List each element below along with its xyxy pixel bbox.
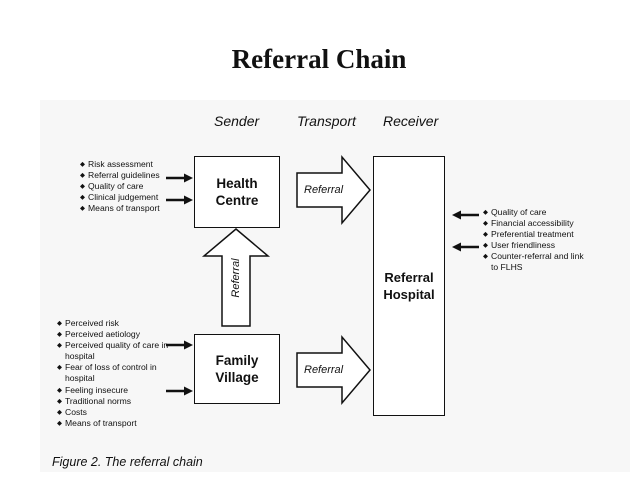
list-item: Referral guidelines bbox=[80, 170, 160, 181]
input-arrow bbox=[452, 242, 479, 252]
input-arrow bbox=[166, 173, 193, 183]
family-village-box: Family Village bbox=[194, 334, 280, 404]
input-arrow bbox=[166, 340, 193, 350]
referral-arrow-bottom bbox=[296, 334, 371, 406]
health-centre-label: Health Centre bbox=[215, 176, 259, 208]
list-item: Means of transport bbox=[80, 203, 160, 214]
family-village-label: Family Village bbox=[215, 353, 259, 385]
list-item: Clinical judgement bbox=[80, 192, 160, 203]
input-arrow bbox=[166, 195, 193, 205]
slide-title: Referral Chain bbox=[231, 44, 407, 74]
health-centre-factors-list: Risk assessment Referral guidelines Qual… bbox=[80, 159, 160, 215]
referral-arrow-top bbox=[296, 154, 371, 226]
list-item: User friendliness bbox=[483, 240, 587, 251]
list-item: Costs bbox=[57, 407, 177, 418]
list-item: Financial accessibility bbox=[483, 218, 587, 229]
referral-arrow-vertical-label: Referral bbox=[230, 258, 242, 298]
list-item: Risk assessment bbox=[80, 159, 160, 170]
header-transport: Transport bbox=[297, 113, 356, 129]
list-item: Perceived risk bbox=[57, 318, 177, 329]
list-item: Preferential treatment bbox=[483, 229, 587, 240]
referral-arrow-vertical bbox=[201, 228, 271, 327]
list-item: Counter-referral and link to FLHS bbox=[483, 251, 587, 273]
referral-hospital-box: Referral Hospital bbox=[373, 156, 445, 416]
list-item: Traditional norms bbox=[57, 396, 177, 407]
list-item: Means of transport bbox=[57, 418, 177, 429]
health-centre-box: Health Centre bbox=[194, 156, 280, 228]
figure-caption: Figure 2. The referral chain bbox=[52, 455, 203, 469]
list-item: Quality of care bbox=[483, 207, 587, 218]
list-item: Perceived aetiology bbox=[57, 329, 177, 340]
list-item: Quality of care bbox=[80, 181, 160, 192]
input-arrow bbox=[452, 210, 479, 220]
header-sender: Sender bbox=[214, 113, 260, 129]
header-receiver: Receiver bbox=[383, 113, 439, 129]
list-item: Fear of loss of control in hospital bbox=[57, 362, 171, 384]
list-item: Perceived quality of care in hospital bbox=[57, 340, 177, 362]
referral-hospital-label: Referral Hospital bbox=[383, 270, 435, 302]
village-factors-list: Perceived risk Perceived aetiology Perce… bbox=[57, 318, 177, 429]
hospital-factors-list: Quality of care Financial accessibility … bbox=[483, 207, 587, 274]
input-arrow bbox=[166, 386, 193, 396]
referral-arrow-top-label: Referral bbox=[304, 184, 344, 196]
referral-arrow-bottom-label: Referral bbox=[304, 364, 344, 376]
list-item: Feeling insecure bbox=[57, 385, 177, 396]
